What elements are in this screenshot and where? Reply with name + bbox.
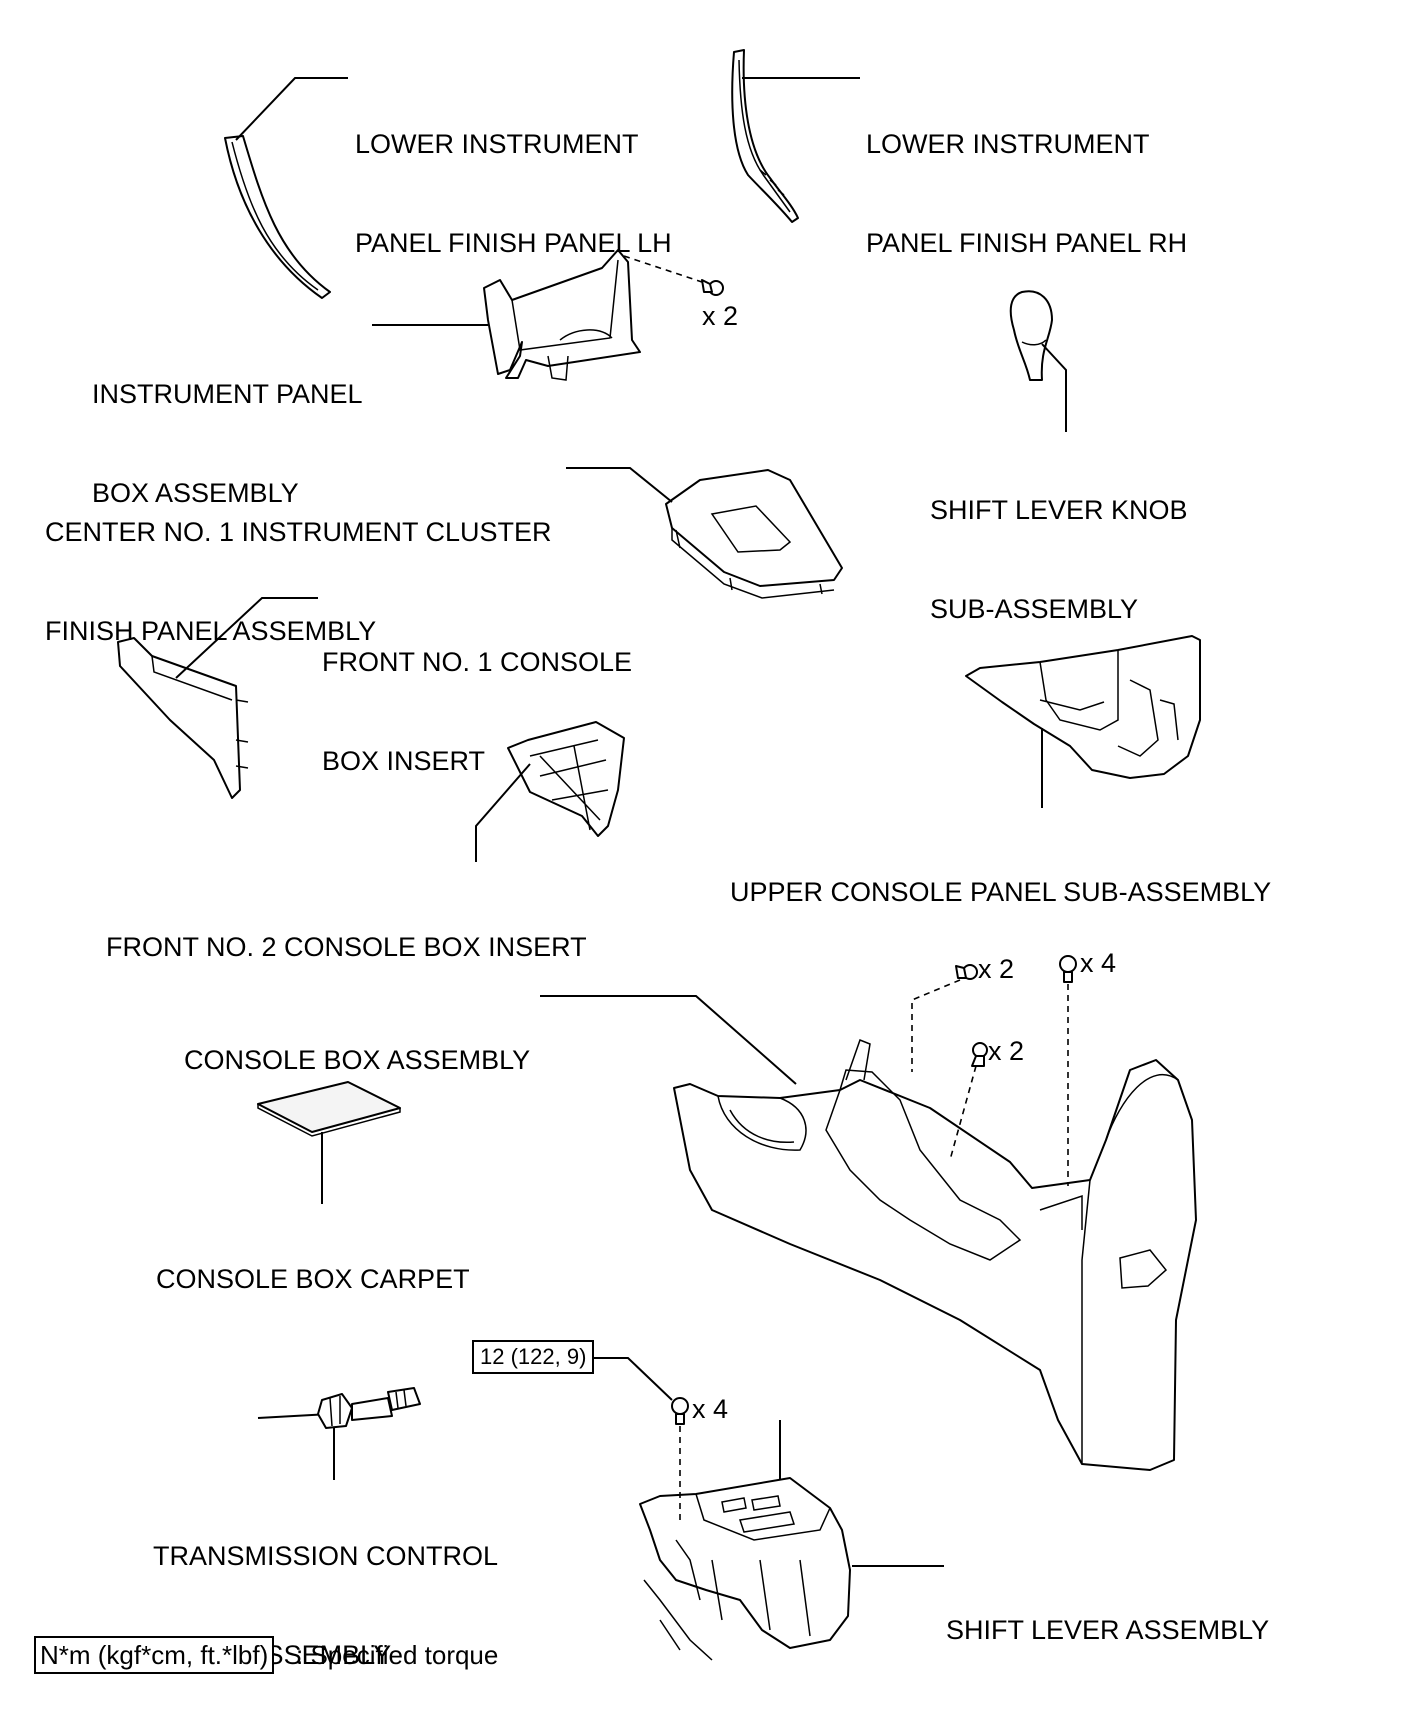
- screw-icon-instrument-box: [701, 279, 724, 296]
- label-front-no2-insert: FRONT NO. 2 CONSOLE BOX INSERT: [106, 932, 587, 962]
- instrument-panel-box-part: [483, 249, 641, 381]
- console-box-carpet-part: [257, 1081, 401, 1137]
- label-front-no1-insert: FRONT NO. 1 CONSOLE BOX INSERT: [322, 647, 633, 776]
- screw-line-console-mid: [949, 1065, 977, 1161]
- bolt-icon-shift-lever: [671, 1397, 689, 1425]
- qty-console-screws-mid: x 2: [988, 1036, 1025, 1066]
- screw-icon-console-top: [955, 964, 978, 980]
- center-cluster-finish-panel-part: [665, 469, 843, 599]
- label-console-carpet: CONSOLE BOX CARPET: [156, 1264, 470, 1294]
- leader-front-no1: [175, 597, 318, 679]
- lower-panel-lh-part: [224, 135, 331, 299]
- lower-panel-rh-part: [731, 49, 799, 223]
- transmission-cable-part: [257, 1387, 421, 1429]
- label-lower-panel-lh: LOWER INSTRUMENT PANEL FINISH PANEL LH: [355, 129, 672, 258]
- upper-console-panel-part: [965, 635, 1201, 779]
- leader-shift-lever-torque: [592, 1357, 673, 1401]
- leader-console-box: [540, 995, 797, 1085]
- bolt-icon-console-top: [1059, 955, 1077, 983]
- shift-lever-part: [639, 1420, 851, 1661]
- screw-line-instrument-box: [623, 255, 709, 285]
- label-console-box: CONSOLE BOX ASSEMBLY: [184, 1045, 531, 1075]
- leader-shift-lever-knob: [1041, 343, 1067, 432]
- label-transmission-cable: TRANSMISSION CONTROL CABLE ASSEMBLY: [153, 1541, 499, 1670]
- shift-lever-knob-part: [1009, 290, 1053, 381]
- label-shift-lever-knob: SHIFT LEVER KNOB SUB-ASSEMBLY: [930, 495, 1188, 624]
- front-no2-insert-part: [507, 721, 625, 837]
- screw-icon-console-mid: [971, 1042, 988, 1067]
- label-instrument-panel-box: INSTRUMENT PANEL BOX ASSEMBLY: [92, 379, 363, 508]
- leader-lower-panel-lh: [235, 77, 348, 141]
- qty-console-bolts-top: x 4: [1080, 948, 1117, 978]
- console-box-part: [673, 1039, 1197, 1471]
- legend-torque-text: : Specified torque: [296, 1640, 499, 1670]
- qty-console-screws-top: x 2: [978, 954, 1015, 984]
- qty-shift-lever-bolts: x 4: [692, 1394, 729, 1424]
- front-no1-insert-part: [117, 637, 249, 799]
- leader-front-no2: [475, 763, 531, 862]
- label-shift-lever: SHIFT LEVER ASSEMBLY: [946, 1615, 1270, 1645]
- label-center-cluster: CENTER NO. 1 INSTRUMENT CLUSTER FINISH P…: [45, 517, 552, 646]
- legend-torque-unit: N*m (kgf*cm, ft.*lbf): [34, 1636, 275, 1674]
- label-lower-panel-rh: LOWER INSTRUMENT PANEL FINISH PANEL RH: [866, 129, 1188, 258]
- qty-instrument-box-screws: x 2: [702, 301, 739, 331]
- leader-center-cluster: [566, 467, 673, 503]
- screw-line-console-top: [911, 979, 961, 1072]
- torque-value-shift-lever: 12 (122, 9): [472, 1340, 595, 1374]
- label-upper-console: UPPER CONSOLE PANEL SUB-ASSEMBLY: [730, 877, 1272, 907]
